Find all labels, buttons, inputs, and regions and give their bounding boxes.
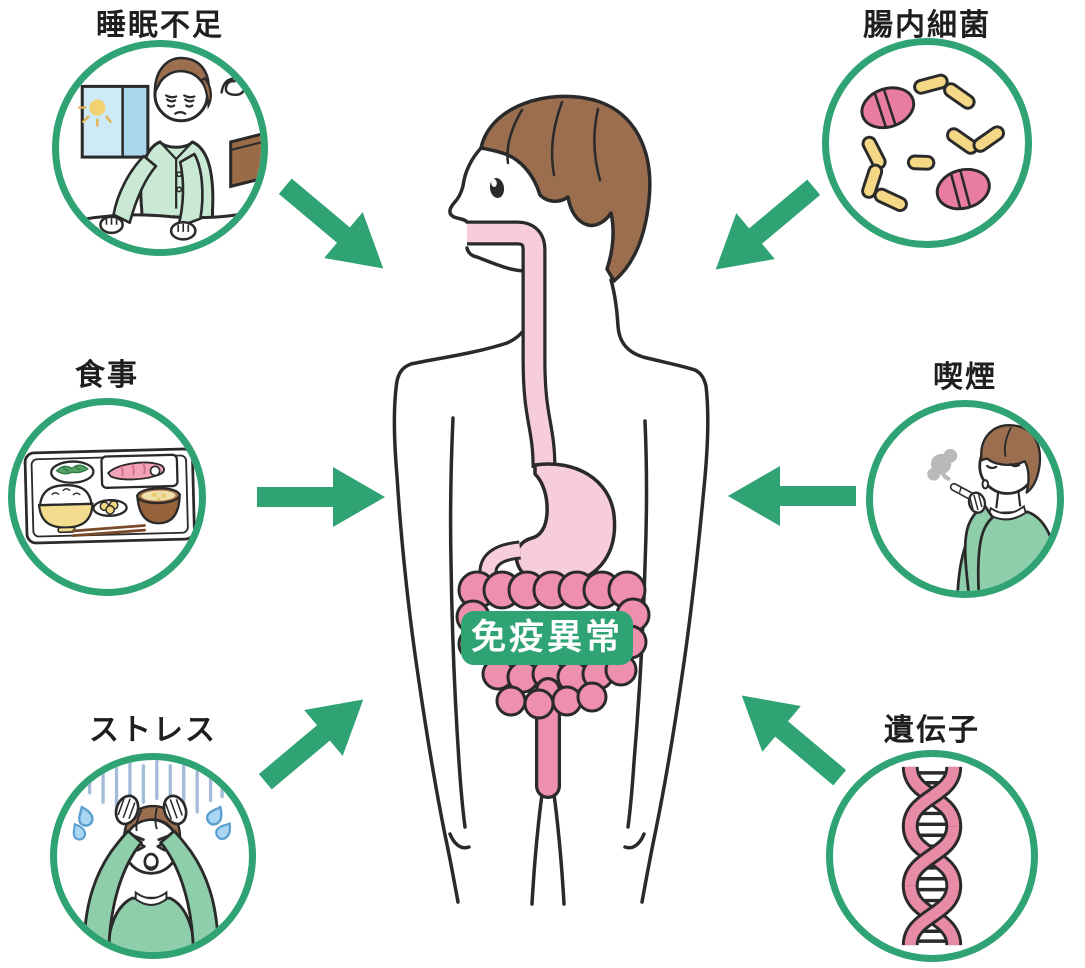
arms-and-hands — [99, 152, 204, 241]
bacteria-illustration — [860, 73, 1006, 213]
left-hand — [114, 794, 140, 826]
arrow-diet-to-body — [257, 464, 387, 530]
factor-label-stress: ストレス — [89, 713, 217, 748]
tired-face — [164, 94, 196, 115]
fish-plate — [100, 453, 179, 489]
dna-double-helix-illustration — [901, 765, 963, 947]
sun-icon — [89, 99, 106, 116]
smoking-person-illustration — [927, 424, 1057, 591]
dizzy-squiggle-icon — [220, 77, 247, 97]
headboard-icon — [229, 132, 261, 189]
immune-abnormality-badge: 免疫異常 — [461, 611, 633, 665]
stress-icon — [50, 753, 256, 959]
esophagus — [467, 220, 557, 469]
dna-strands — [901, 765, 963, 947]
arrow-sleep-to-body — [264, 161, 406, 295]
factor-label-sleep-deprivation: 睡眠不足 — [96, 8, 224, 43]
blanket — [59, 208, 261, 249]
factor-label-genetics: 遺伝子 — [884, 713, 980, 748]
stomach — [514, 462, 617, 586]
tired-person-in-bed-illustration — [59, 56, 261, 249]
rice-bowl — [37, 484, 94, 534]
intestines — [455, 570, 651, 799]
mouth — [981, 479, 990, 490]
closed-eyes — [986, 462, 1021, 470]
chopsticks — [71, 524, 147, 538]
hair — [479, 94, 652, 283]
pickles-plate — [92, 498, 128, 517]
hand-with-cigarette — [949, 482, 987, 514]
sweat-drops — [72, 805, 231, 841]
diet-icon — [8, 398, 206, 596]
eye-icon — [489, 178, 505, 198]
human-body-illustration — [392, 94, 710, 906]
arrow-stress-to-body — [244, 673, 386, 807]
window-icon — [77, 84, 150, 159]
hair-strands — [497, 100, 602, 191]
arrow-genetics-to-body — [719, 669, 861, 803]
arrow-bacteria-to-body — [693, 162, 835, 296]
sleep-deprivation-icon — [52, 40, 268, 256]
right-arm — [159, 829, 220, 952]
coccus-bacteria — [860, 86, 991, 211]
raised-arm — [963, 504, 994, 591]
duodenum — [478, 540, 522, 590]
meal-tray-illustration — [23, 447, 196, 545]
genetics-icon — [826, 750, 1038, 962]
body-outline — [392, 146, 710, 906]
stressed-person-illustration — [72, 760, 231, 952]
factor-label-gut-bacteria: 腸内細菌 — [863, 8, 991, 43]
open-mouth — [143, 852, 159, 871]
smoking-icon — [866, 400, 1064, 598]
smoking-person — [949, 424, 1057, 591]
smoke-cloud-icon — [927, 448, 958, 481]
left-arm — [82, 829, 143, 952]
bacillus-rods — [861, 73, 1006, 213]
arrow-smoking-to-body — [726, 463, 856, 529]
stressed-person — [82, 794, 220, 952]
gut-bacteria-icon — [822, 38, 1032, 248]
vegetable-dish — [49, 460, 95, 484]
rain-lines — [87, 760, 224, 814]
right-hand — [162, 794, 188, 826]
factor-label-diet: 食事 — [75, 358, 139, 393]
miso-soup-bowl — [136, 487, 181, 525]
factor-label-smoking: 喫煙 — [933, 360, 997, 395]
